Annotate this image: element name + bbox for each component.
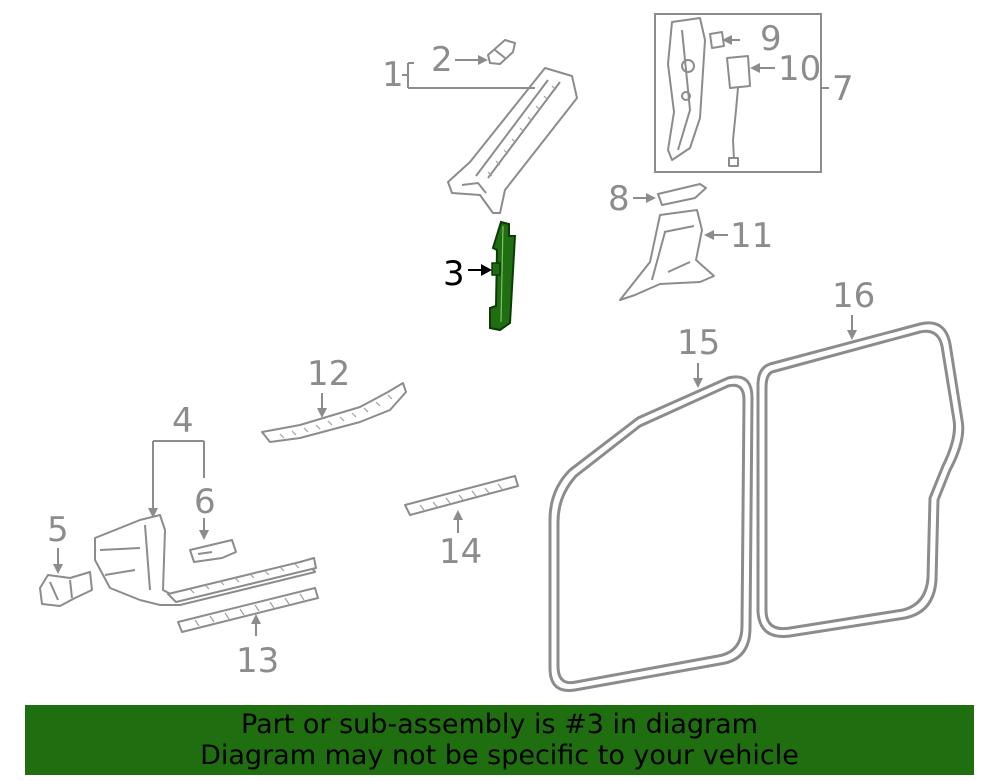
callout-14: 14 <box>439 532 482 572</box>
callout-9: 9 <box>760 19 782 59</box>
callout-7: 7 <box>832 69 854 109</box>
callout-4: 4 <box>172 401 194 441</box>
callout-16: 16 <box>832 276 875 316</box>
part-9-clip[interactable] <box>709 31 725 49</box>
callout-5: 5 <box>47 510 69 550</box>
part-3-highlighted[interactable] <box>489 220 517 332</box>
part-5-clip[interactable] <box>39 571 93 607</box>
info-banner: Part or sub-assembly is #3 in diagram Di… <box>25 705 974 775</box>
callout-15: 15 <box>677 323 720 363</box>
part-10-belt-guide[interactable] <box>726 55 751 167</box>
part-7-b-pillar-trim[interactable] <box>667 17 706 161</box>
part-12-scuff-plate[interactable] <box>261 382 407 443</box>
callout-13: 13 <box>236 641 279 681</box>
callout-3: 3 <box>443 254 465 294</box>
part-8-clip[interactable] <box>657 183 707 206</box>
callout-6: 6 <box>194 482 216 522</box>
part-7-assembly-box[interactable] <box>654 13 822 173</box>
part-16-door-weatherstrip[interactable] <box>756 321 965 638</box>
callout-10: 10 <box>778 49 821 89</box>
part-2-clip[interactable] <box>487 39 516 65</box>
callout-1: 1 <box>382 55 404 95</box>
part-4-kick-panel[interactable] <box>94 514 317 606</box>
part-15-door-weatherstrip[interactable] <box>548 375 754 693</box>
part-14-sill-plate[interactable] <box>404 475 519 516</box>
callout-2: 2 <box>431 40 453 80</box>
banner-line-1: Part or sub-assembly is #3 in diagram <box>241 709 758 740</box>
part-1-pillar-trim[interactable] <box>447 67 578 214</box>
part-11-lower-trim[interactable] <box>619 209 715 301</box>
banner-line-2: Diagram may not be specific to your vehi… <box>200 740 799 771</box>
parts-diagram: 1 2 3 4 5 6 7 8 9 10 11 12 13 14 15 16 <box>39 13 965 693</box>
part-13-sill-plate[interactable] <box>177 587 319 633</box>
callout-11: 11 <box>730 216 773 256</box>
callout-8: 8 <box>608 179 630 219</box>
callout-12: 12 <box>307 354 350 394</box>
part-6-trim-piece[interactable] <box>189 539 237 563</box>
